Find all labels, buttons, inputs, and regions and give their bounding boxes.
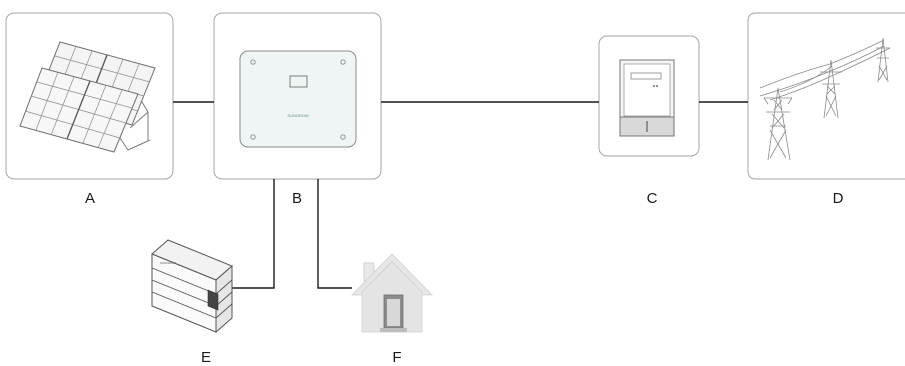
energy-meter-icon — [619, 59, 675, 137]
battery-brand: SUNGROW — [160, 261, 176, 265]
label-battery: E — [201, 349, 211, 366]
label-meter: C — [647, 190, 658, 207]
label-grid: D — [833, 190, 844, 207]
wire-inverter-load — [317, 179, 352, 289]
inverter-brand: SUNGROW — [287, 113, 309, 118]
label-inverter: B — [292, 190, 302, 207]
wire-inverter-battery — [232, 179, 275, 289]
house-icon — [351, 253, 433, 333]
solar-panel-array-icon — [19, 41, 156, 153]
label-load: F — [392, 349, 401, 366]
battery-stack-icon: SUNGROW — [151, 239, 233, 334]
power-grid-tower-icon — [759, 37, 891, 161]
inverter-icon: SUNGROW — [239, 50, 357, 148]
label-pv: A — [85, 190, 95, 207]
